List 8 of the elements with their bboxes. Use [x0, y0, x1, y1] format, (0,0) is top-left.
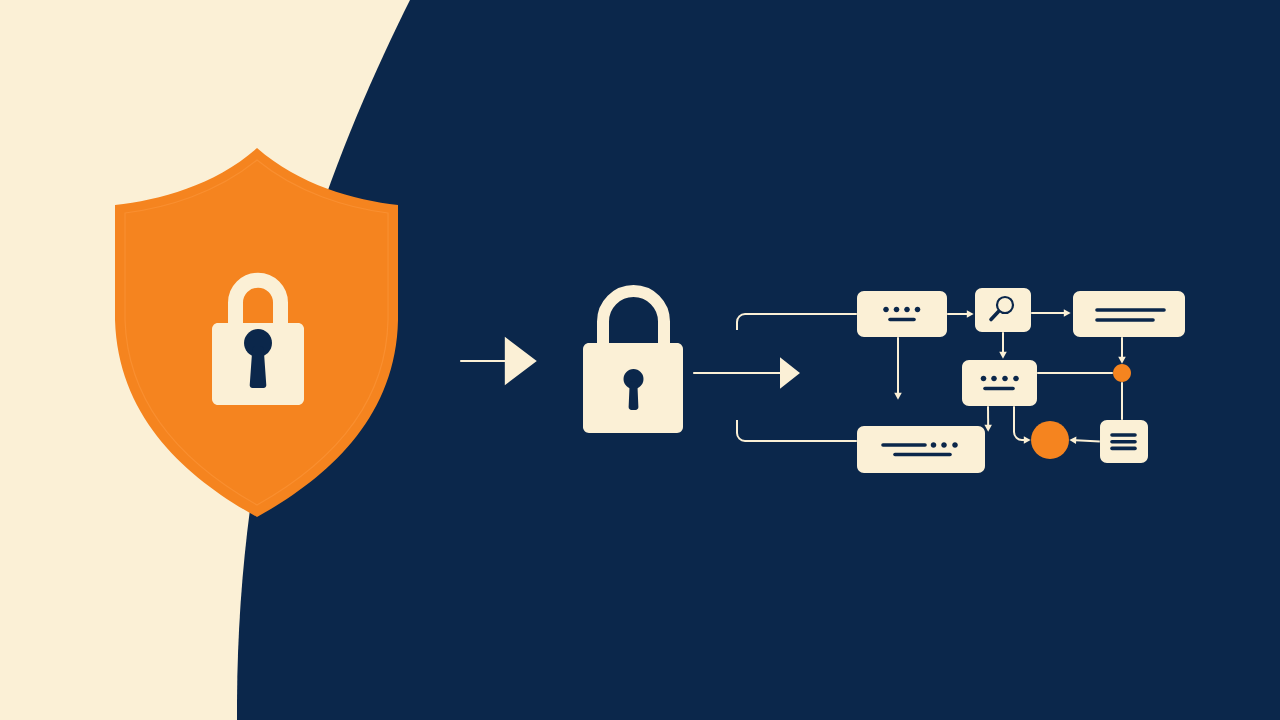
connector-line — [1121, 381, 1123, 421]
padlock-icon — [583, 285, 683, 433]
filled-circle — [1113, 364, 1131, 382]
shield-lock-icon — [115, 148, 398, 517]
filled-circle — [1031, 421, 1069, 459]
connector-line — [1036, 372, 1114, 374]
connector-line — [736, 313, 858, 331]
connector-line — [736, 419, 858, 442]
